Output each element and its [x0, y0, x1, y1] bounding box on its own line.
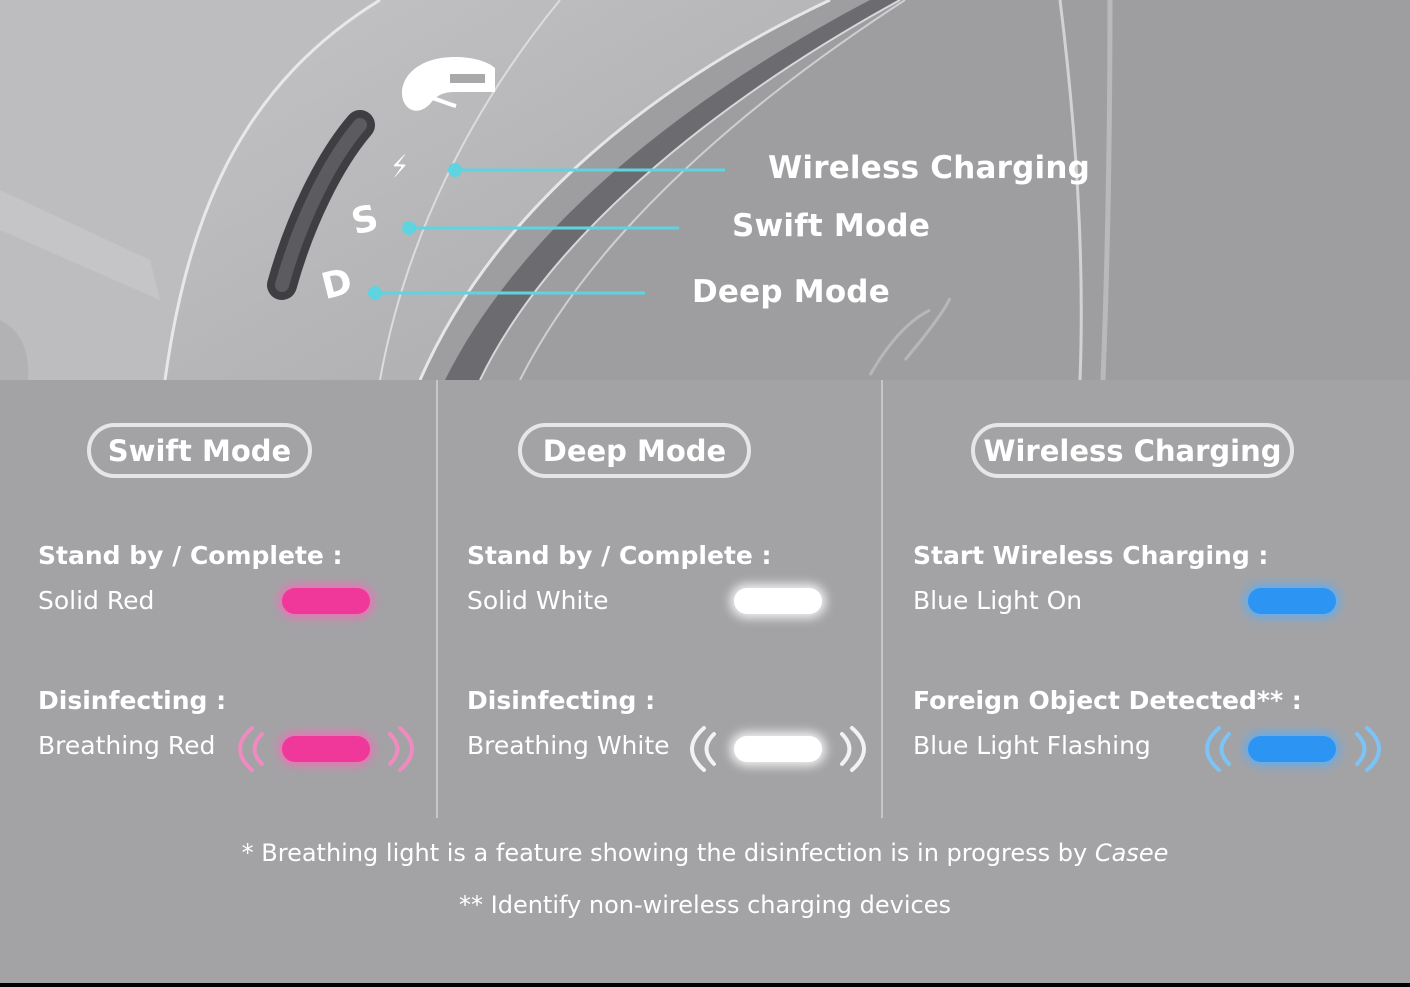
breathing-white-led-icon: [734, 736, 822, 762]
status-title: Stand by / Complete :: [38, 541, 343, 570]
status-title: Foreign Object Detected** :: [913, 686, 1302, 715]
footnote-foreign-object: ** Identify non-wireless charging device…: [459, 891, 951, 919]
status-title: Stand by / Complete :: [467, 541, 772, 570]
flashing-blue-led-icon: [1248, 736, 1336, 762]
status-title: Disinfecting :: [38, 686, 227, 715]
column-divider: [881, 380, 883, 818]
breathing-waves-icon: [238, 726, 414, 772]
callout-deep-mode: Deep Mode: [692, 274, 890, 310]
deep-mode-header: Deep Mode: [518, 423, 751, 478]
status-description: Solid Red: [38, 586, 155, 615]
status-title: Start Wireless Charging :: [913, 541, 1269, 570]
solid-white-led-icon: [734, 588, 822, 614]
status-description: Breathing Red: [38, 731, 216, 760]
footnote-brand: Casee: [1094, 839, 1169, 867]
column-divider: [436, 380, 438, 818]
status-description: Blue Light On: [913, 586, 1083, 615]
status-description: Blue Light Flashing: [913, 731, 1151, 760]
status-description: Solid White: [467, 586, 609, 615]
status-description: Breathing White: [467, 731, 670, 760]
callout-swift-mode: Swift Mode: [732, 208, 931, 244]
solid-red-led-icon: [282, 588, 370, 614]
status-title: Disinfecting :: [467, 686, 656, 715]
swift-mode-header: Swift Mode: [87, 423, 312, 478]
device-illustration: [0, 0, 1410, 380]
solid-blue-led-icon: [1248, 588, 1336, 614]
footnote-text: * Breathing light is a feature showing t…: [241, 839, 1095, 867]
brand-logo: [402, 57, 495, 111]
wireless-charging-header: Wireless Charging: [971, 423, 1294, 478]
flashing-waves-icon: [1205, 726, 1381, 772]
breathing-red-led-icon: [282, 736, 370, 762]
breathing-waves-icon: [690, 726, 866, 772]
callout-wireless-charging: Wireless Charging: [768, 150, 1090, 186]
footnote-breathing-light: * Breathing light is a feature showing t…: [0, 839, 1410, 867]
